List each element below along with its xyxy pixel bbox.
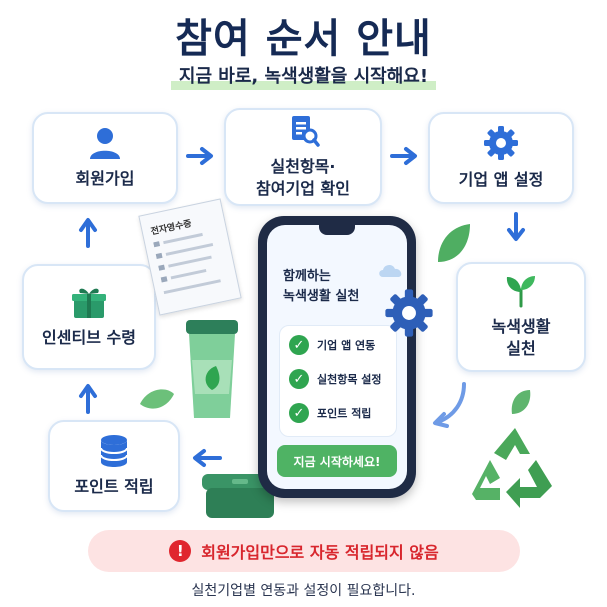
check-icon: ✓: [289, 403, 309, 423]
step-card-app-setup: 기업 앱 설정: [428, 112, 574, 204]
gear-icon: [484, 126, 518, 160]
leaf-icon: [438, 224, 470, 262]
page-title: 참여 순서 안내: [175, 16, 432, 62]
phone-notch: [319, 225, 355, 235]
page-subtitle: 지금 바로, 녹색생활을 시작해요!: [170, 62, 437, 90]
step-label-points: 포인트 적립: [74, 477, 154, 496]
phone-check-item: ✓ 기업 앱 연동: [289, 335, 375, 355]
subtitle-wrap: 지금 바로, 녹색생활을 시작해요!: [0, 62, 607, 90]
step-card-practice: 녹색생활 실천: [456, 262, 586, 372]
tumbler-icon: [186, 320, 238, 418]
phone-check-label: 포인트 적립: [317, 407, 372, 420]
leaf-icon: [140, 389, 174, 409]
phone-screen: 함께하는 녹색생활 실천 ✓ 기업 앱 연동 ✓ 실천항목 설정 ✓ 포인트 적…: [267, 225, 407, 489]
phone-check-item: ✓ 실천항목 설정: [289, 369, 382, 389]
receipt-lines: [153, 232, 221, 295]
step-card-check-items: 실천항목· 참여기업 확인: [224, 108, 382, 206]
warning-banner: ! 회원가입만으로 자동 적립되지 않음: [88, 530, 520, 572]
arrow-right-icon: [186, 147, 213, 165]
user-icon: [90, 128, 120, 159]
step-card-incentive: 인센티브 수령: [22, 264, 156, 370]
arrow-up-icon: [79, 218, 97, 248]
step-card-signup: 회원가입: [32, 112, 178, 204]
arrow-left-icon: [193, 449, 222, 467]
arrow-up-icon: [79, 384, 97, 414]
step-card-points: 포인트 적립: [48, 420, 180, 512]
receipt-illustration: 전자영수증: [138, 198, 242, 316]
phone-title: 함께하는 녹색생활 실천: [283, 267, 359, 307]
arrow-right-icon: [390, 147, 417, 165]
gear-icon: [385, 289, 433, 337]
arrow-down-icon: [507, 212, 525, 241]
phone-title-line2: 녹색생활 실천: [283, 289, 360, 304]
cloud-icon: [379, 264, 402, 277]
step-label-practice-1: 녹색생활: [491, 317, 551, 336]
recycle-icon: [472, 428, 552, 508]
footer-note: 실천기업별 연동과 설정이 필요합니다.: [191, 583, 416, 599]
step-label-check-items-1: 실천항목·: [270, 157, 336, 176]
exclamation-icon: !: [169, 540, 192, 562]
phone-check-label: 기업 앱 연동: [317, 339, 376, 352]
coin-stack-icon: [100, 435, 128, 467]
step-label-incentive: 인센티브 수령: [42, 328, 136, 347]
step-label-check-items-2: 참여기업 확인: [256, 179, 350, 198]
document-search-icon: [292, 116, 320, 147]
phone-check-item: ✓ 포인트 적립: [289, 403, 371, 423]
phone-check-label: 실천항목 설정: [317, 373, 382, 386]
phone-title-line1: 함께하는: [283, 269, 331, 284]
phone-mockup: 함께하는 녹색생활 실천 ✓ 기업 앱 연동 ✓ 실천항목 설정 ✓ 포인트 적…: [258, 216, 416, 498]
step-label-practice-2: 실천: [506, 339, 536, 358]
step-label-signup: 회원가입: [75, 169, 135, 188]
start-now-button[interactable]: 지금 시작하세요!: [277, 445, 397, 477]
warning-text: 회원가입만으로 자동 적립되지 않음: [201, 543, 439, 562]
gift-icon: [72, 288, 106, 318]
sprout-icon: [506, 276, 535, 308]
check-icon: ✓: [289, 369, 309, 389]
step-label-app-setup: 기업 앱 설정: [458, 170, 544, 189]
curved-arrow-icon: [433, 382, 466, 428]
leaf-icon: [511, 390, 531, 414]
check-icon: ✓: [289, 335, 309, 355]
